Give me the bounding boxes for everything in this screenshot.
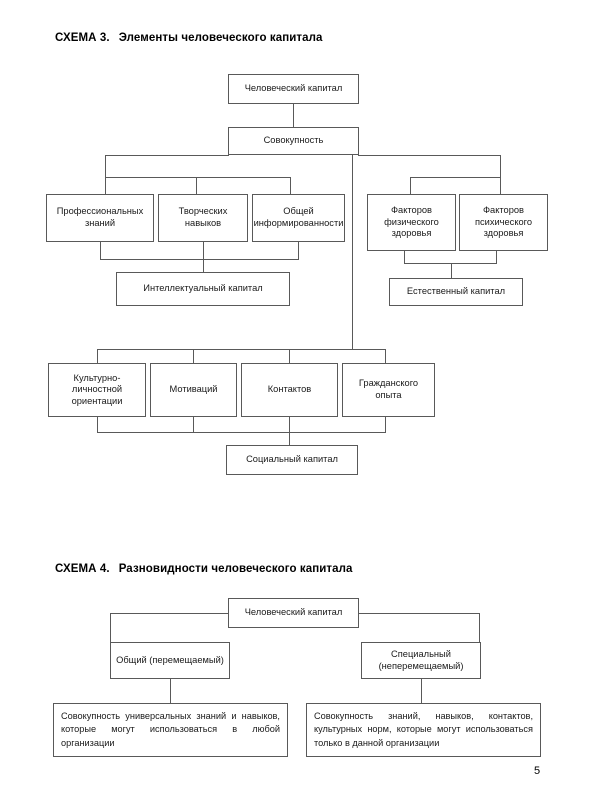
connector-social-bus-to-3 (289, 349, 290, 363)
schema3-label: СХЕМА 3. (55, 32, 110, 44)
connector-nc1-down (404, 251, 405, 263)
connector-social-bus-to-2 (193, 349, 194, 363)
connector-hub-left-stub (105, 155, 229, 156)
connector-social-bus-to-1 (97, 349, 98, 363)
schema4-general-box: Общий (перемещаемый) (110, 642, 230, 679)
connector-s4-right-drop (479, 613, 480, 642)
schema4-label: СХЕМА 4. (55, 563, 110, 575)
bus-natural-bottom (404, 263, 497, 264)
schema3-social-component-2: Мотиваций (150, 363, 237, 417)
bus-intellectual-top (105, 177, 290, 178)
connector-s4-left-arm (110, 613, 229, 614)
schema4-special-box: Специальный (неперемещаемый) (361, 642, 481, 679)
connector-hub-right-stub (358, 155, 500, 156)
schema4-special-description-box: Совокупность знаний, навыков, контактов,… (306, 703, 541, 757)
schema3-hub-box: Совокупность (228, 127, 359, 155)
connector-sc3-down (289, 417, 290, 445)
schema3-intellectual-component-2: Творческих навыков (158, 194, 248, 242)
bus-intellectual-bottom (100, 259, 299, 260)
bus-social-top (97, 349, 386, 350)
connector-sc1-down (97, 417, 98, 432)
schema4-root-box: Человеческий капитал (228, 598, 359, 628)
schema4-heading: СХЕМА 4. Разновидности человеческого капи… (55, 563, 353, 575)
connector-s4-left-drop (110, 613, 111, 642)
schema3-social-capital-box: Социальный капитал (226, 445, 358, 475)
schema4-title-text: Разновидности человеческого капитала (118, 563, 353, 575)
bus-natural-top (410, 177, 501, 178)
connector-s4-right-arm (358, 613, 479, 614)
schema3-root-box: Человеческий капитал (228, 74, 359, 104)
connector-ic3-down (298, 242, 299, 259)
connector-nc2-down (496, 251, 497, 263)
schema4-general-description-box: Совокупность универсальных знаний и навы… (53, 703, 288, 757)
connector-hub-left-drop (105, 155, 106, 194)
schema3-natural-capital-box: Естественный капитал (389, 278, 523, 306)
connector-hub-to-social-bus (352, 155, 353, 349)
page-number: 5 (534, 765, 541, 777)
schema3-social-component-1: Культурно-личностной ориентации (48, 363, 146, 417)
connector-natural-bus-down (451, 263, 452, 278)
bus-social-bottom (97, 432, 386, 433)
connector-bus-to-box-2 (196, 177, 197, 194)
schema3-heading: СХЕМА 3. Элементы человеческого капитала (55, 32, 323, 44)
connector-bus-to-box-3 (290, 177, 291, 194)
connector-sc4-down (385, 417, 386, 432)
schema3-intellectual-component-3: Общей информированности (252, 194, 345, 242)
schema3-social-component-3: Контактов (241, 363, 338, 417)
schema3-intellectual-component-1: Профессиональных знаний (46, 194, 154, 242)
connector-bus-to-natural-1 (410, 177, 411, 194)
connector-root-to-hub (293, 104, 294, 127)
schema3-natural-component-1: Факторов физического здоровья (367, 194, 456, 251)
connector-ic2-down (203, 242, 204, 282)
schema3-social-component-4: Гражданского опыта (342, 363, 435, 417)
connector-social-bus-to-4 (385, 349, 386, 363)
connector-ic1-down (100, 242, 101, 259)
connector-sc2-down (193, 417, 194, 432)
schema3-title-text: Элементы человеческого капитала (118, 32, 323, 44)
schema3-natural-component-2: Факторов психического здоровья (459, 194, 548, 251)
connector-special-down (421, 679, 422, 703)
connector-general-down (170, 679, 171, 703)
schema3-intellectual-capital-box: Интеллектуальный капитал (116, 272, 290, 306)
connector-hub-right-drop (500, 155, 501, 194)
